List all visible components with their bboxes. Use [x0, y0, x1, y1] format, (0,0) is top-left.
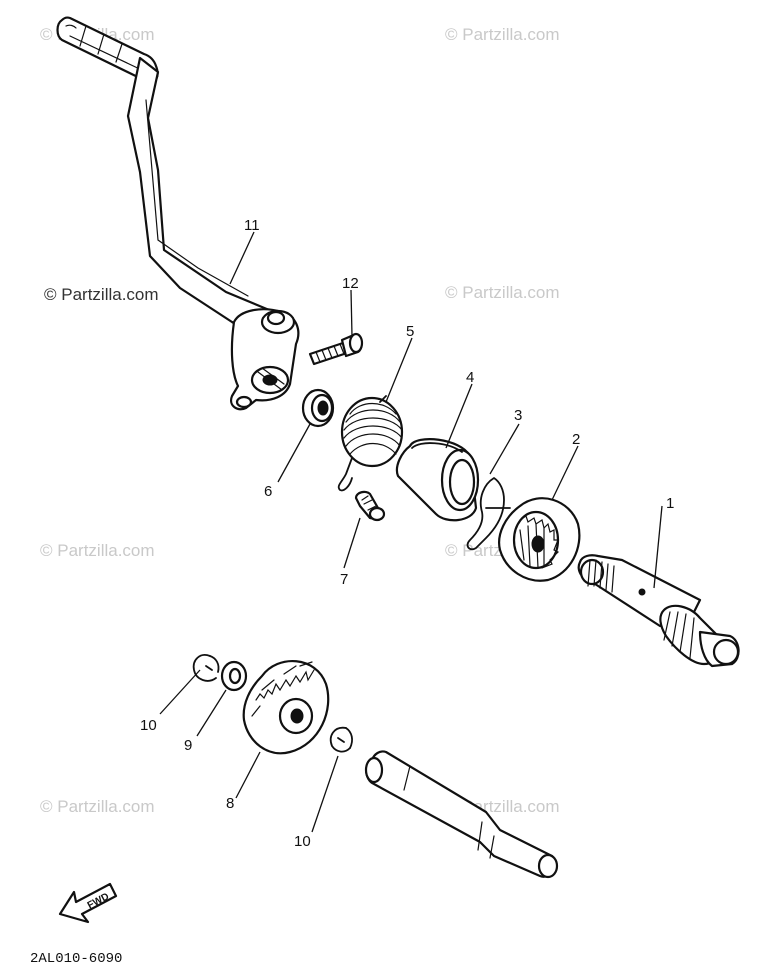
- fwd-arrow: FWD: [58, 882, 118, 924]
- callout-9: 9: [184, 737, 192, 754]
- callout-3: 3: [514, 407, 522, 424]
- circlip-10-lower: [329, 726, 353, 753]
- callout-5: 5: [406, 323, 414, 340]
- idler-gear-8: [242, 660, 330, 755]
- callout-8: 8: [226, 795, 234, 812]
- watermark-text: © Partzilla.com: [44, 285, 159, 304]
- washer-9: [220, 660, 248, 692]
- callout-12: 12: [342, 275, 359, 292]
- callout-10-upper: 10: [140, 717, 157, 734]
- watermark-text: © Partzilla.com: [40, 797, 155, 816]
- idle-shaft: [364, 750, 559, 879]
- callout-7: 7: [340, 571, 348, 588]
- spring-guide-4: [395, 438, 480, 522]
- callout-labels: 1 2 3 4 5 6 7 8 9 10 10 11 12: [140, 217, 674, 850]
- callout-6: 6: [264, 483, 272, 500]
- leader-lines: [159, 231, 663, 833]
- watermark-text: © Partzilla.com: [445, 283, 560, 302]
- circlip-10-upper: [192, 654, 220, 682]
- bolt-7: [354, 490, 386, 522]
- diagram-code: 2AL010-6090: [30, 951, 122, 967]
- watermark-text: © Partzilla.com: [40, 541, 155, 560]
- watermark-text: © Partzilla.com: [445, 25, 560, 44]
- callout-1: 1: [666, 495, 674, 512]
- bolt-12: [308, 332, 364, 366]
- callout-2: 2: [572, 431, 580, 448]
- ratchet-wheel-2: [498, 497, 581, 582]
- clip-3: [466, 477, 511, 551]
- kick-axle-shaft-1: [577, 554, 740, 668]
- callout-4: 4: [466, 369, 474, 386]
- callout-10-lower: 10: [294, 833, 311, 850]
- kick-crank: [56, 16, 300, 411]
- torsion-spring-5: [337, 395, 404, 492]
- callout-11: 11: [244, 217, 260, 234]
- oil-seal-6: [301, 388, 335, 428]
